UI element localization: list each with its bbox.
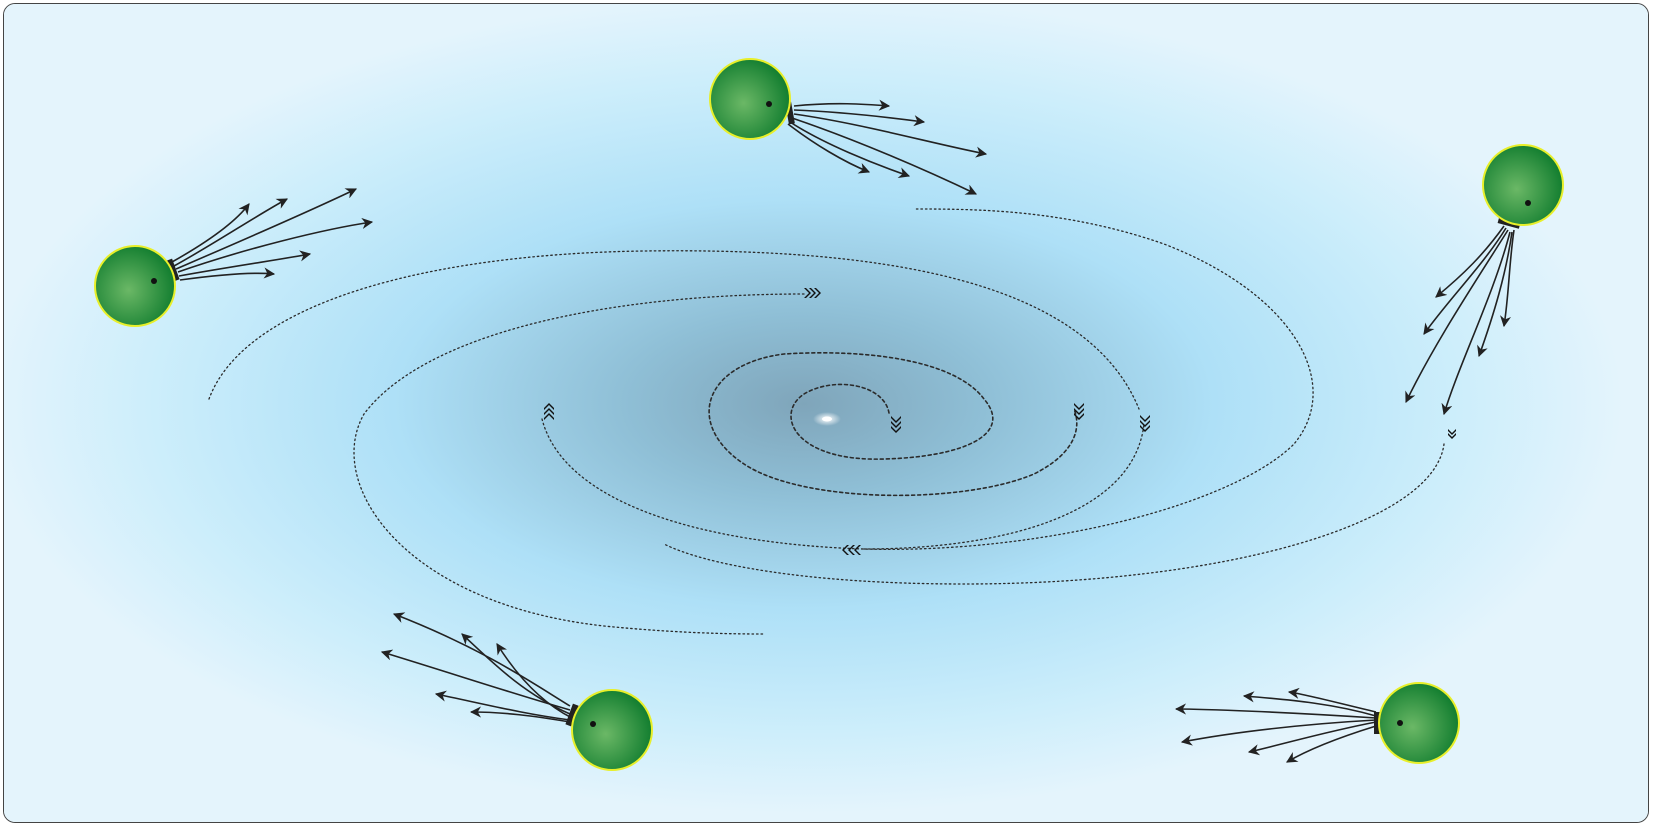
spiral-chemotaxis-diagram <box>4 4 1648 822</box>
flagellated-cell-icon <box>709 58 791 140</box>
chevron-down-icon <box>1074 403 1084 420</box>
chevron-down-icon <box>1140 415 1150 432</box>
outer-left-path <box>208 250 1140 410</box>
middle-path <box>541 208 1314 550</box>
direction-markers <box>544 288 1456 555</box>
chevron-up-icon <box>544 403 554 420</box>
loop-path <box>353 293 805 635</box>
chevron-down-icon <box>891 416 901 433</box>
flagellated-cell-icon <box>1378 682 1460 764</box>
flagella <box>171 188 374 281</box>
cell-top-left <box>94 188 374 327</box>
diagram-frame <box>3 3 1649 823</box>
path-chevron-left <box>863 423 1145 550</box>
chevron-down-icon <box>1448 429 1456 439</box>
cell-top-center <box>709 58 988 195</box>
cell-bottom-right <box>1174 682 1460 764</box>
light-source-icon <box>813 412 841 426</box>
flagellated-cell-icon <box>1482 144 1564 226</box>
chevron-left-icon <box>842 545 861 555</box>
innermost-path <box>708 352 1078 497</box>
swim-paths <box>208 208 1445 635</box>
cell-top-right <box>1405 144 1564 416</box>
flagellated-cell-icon <box>571 689 653 771</box>
cell-bottom-left <box>380 612 653 771</box>
chevron-right-icon <box>804 288 821 298</box>
outer-right-path <box>663 443 1445 585</box>
flagellated-cell-icon <box>94 245 176 327</box>
